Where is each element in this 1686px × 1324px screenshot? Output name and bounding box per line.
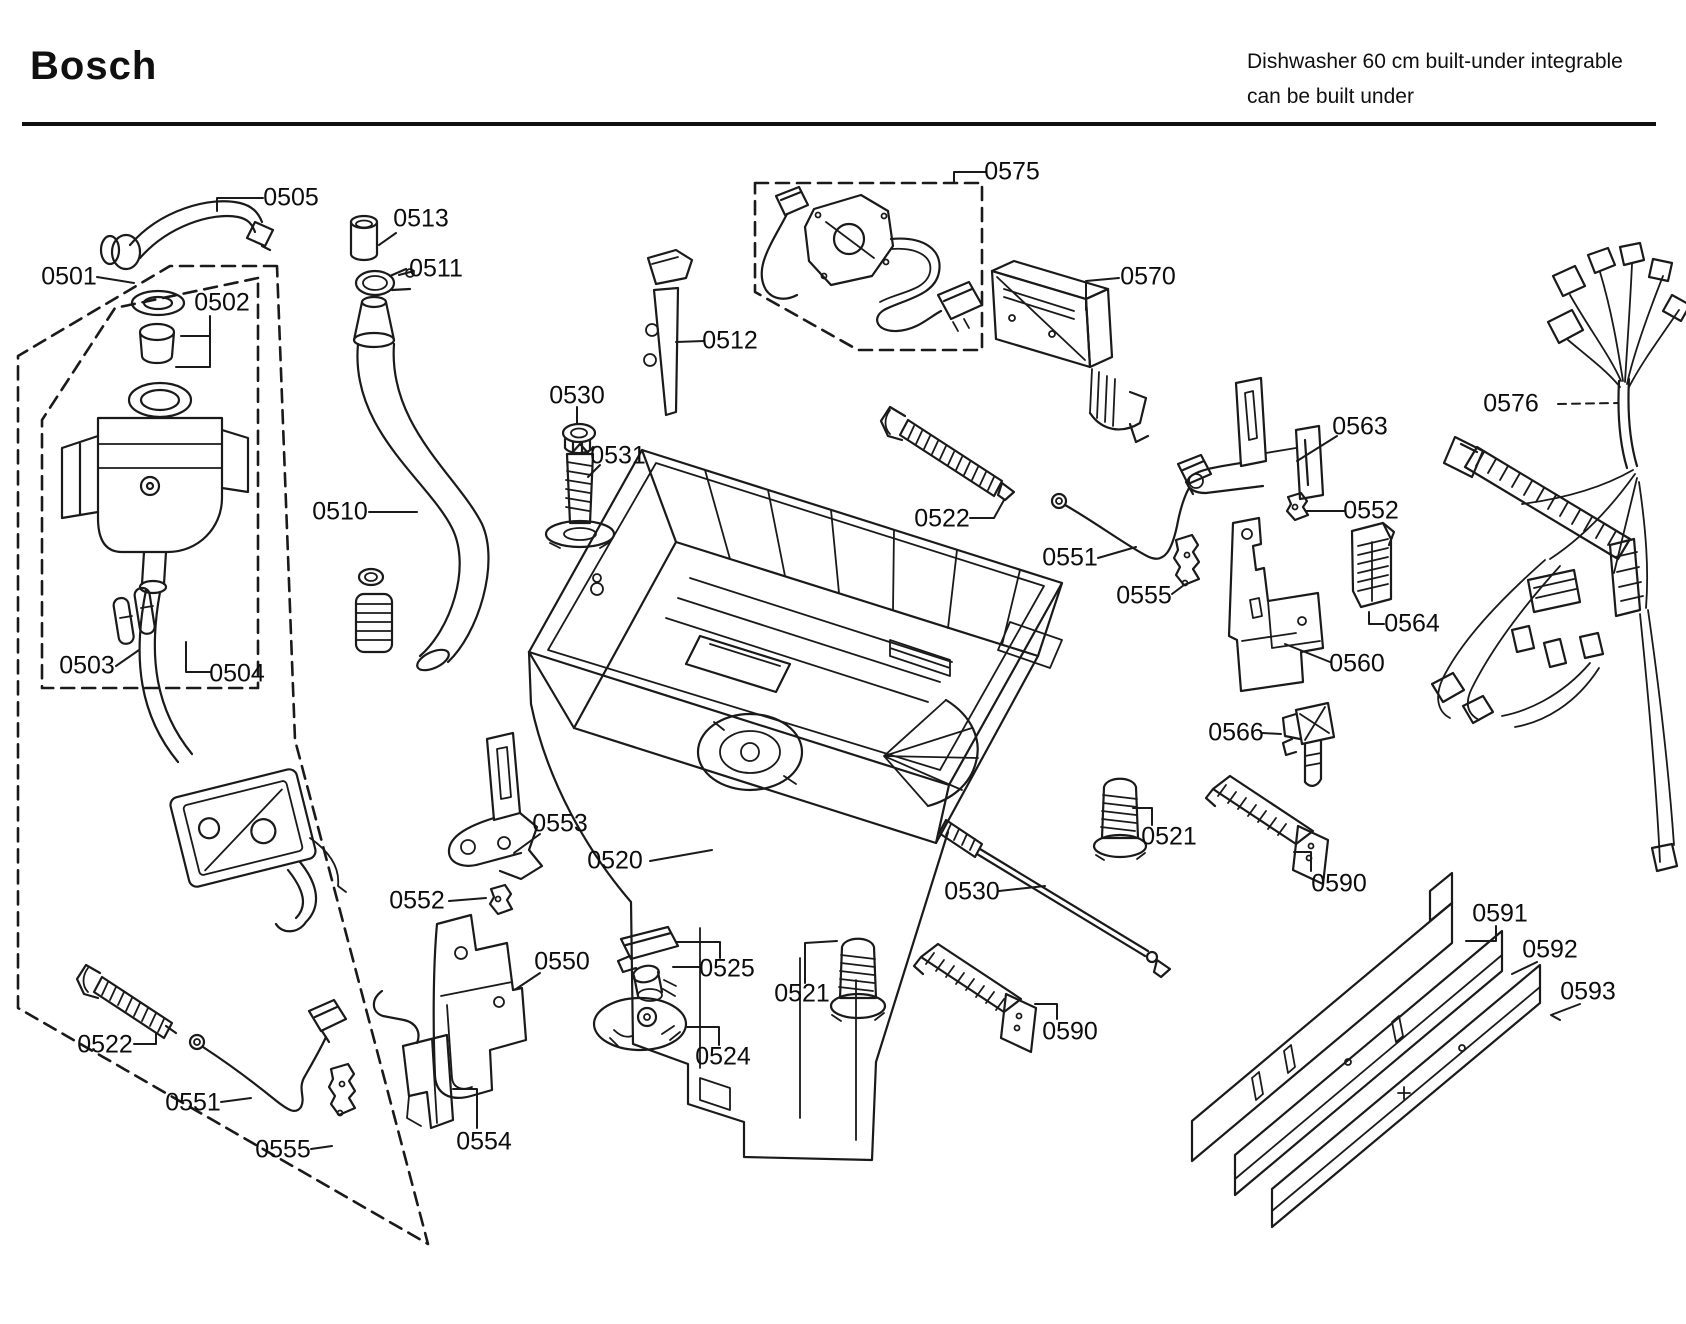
part-0566-actuator [1281, 701, 1336, 787]
part-label-0505: 0505 [263, 183, 319, 212]
part-0553-hinge-bracket [447, 731, 544, 881]
part-label-0513: 0513 [393, 204, 449, 233]
part-label-0510: 0510 [312, 497, 368, 526]
part-0551-switch-wire-left [188, 998, 348, 1113]
part-0593-panel [1270, 963, 1542, 1229]
part-label-0590-bottom: 0590 [1042, 1017, 1098, 1046]
part-0576-wiring-harness [1430, 241, 1686, 873]
part-0505-inlet-hose [99, 200, 275, 271]
part-label-0593: 0593 [1560, 977, 1616, 1006]
part-0592-panel [1233, 929, 1504, 1197]
part-label-0522-left: 0522 [77, 1030, 133, 1059]
part-label-0563: 0563 [1332, 412, 1388, 441]
part-label-0520: 0520 [587, 846, 643, 875]
part-label-0555-left: 0555 [255, 1135, 311, 1164]
part-label-0553: 0553 [532, 809, 588, 838]
part-0560-bracket [1227, 516, 1325, 693]
dashed-box-0501 [16, 264, 430, 1246]
part-0502-seal-and-cap [130, 289, 186, 365]
part-0552-clip-right [1285, 491, 1310, 522]
part-label-0550: 0550 [534, 947, 590, 976]
part-0522-spring-left [75, 963, 178, 1040]
part-0525-switch-parts [616, 925, 680, 1002]
part-label-0530-bottom: 0530 [944, 877, 1000, 906]
part-label-0592: 0592 [1522, 935, 1578, 964]
brand-logo: Bosch [30, 44, 158, 88]
part-label-0555-right: 0555 [1116, 581, 1172, 610]
part-0551-switch-wire-right [1050, 453, 1213, 560]
part-label-0576: 0576 [1483, 389, 1539, 418]
part-0522-spring-right [879, 405, 1016, 502]
part-label-0501: 0501 [41, 262, 97, 291]
part-0550-mount-bracket [432, 913, 528, 1099]
part-0555-clip-right [1172, 533, 1201, 587]
part-0510-drain-hose [352, 295, 490, 672]
part-0563-bracket [1186, 376, 1325, 501]
part-label-0551-left: 0551 [165, 1088, 221, 1117]
part-0521-screw-right [1092, 777, 1148, 861]
part-0531-screw [544, 442, 616, 549]
part-valve-to-pump-hose [138, 588, 194, 764]
part-label-0591: 0591 [1472, 899, 1528, 928]
product-title-line1: Dishwasher 60 cm built-under integrable [1247, 50, 1623, 73]
part-0521-screw-bottom [829, 937, 887, 1022]
product-title-line2: can be built under [1247, 85, 1414, 108]
part-label-0503: 0503 [59, 651, 115, 680]
part-label-0511: 0511 [409, 254, 463, 283]
part-pump-assembly [169, 768, 347, 933]
part-0590-rail-right [1204, 774, 1330, 886]
part-0520-base-assembly [527, 448, 1064, 1162]
part-label-0521-bottom: 0521 [774, 979, 830, 1008]
dashed-box-0575 [753, 181, 984, 352]
part-0564-connector-block [1350, 521, 1396, 609]
part-label-0531: 0531 [590, 441, 646, 470]
part-0552-clip-left [488, 883, 514, 916]
part-label-0552-right: 0552 [1343, 496, 1399, 525]
leader-lines [96, 171, 1619, 1150]
part-0503-sensors [112, 586, 156, 645]
part-label-0530-top: 0530 [549, 381, 605, 410]
part-label-0512: 0512 [702, 326, 758, 355]
part-0524-disc [592, 996, 688, 1052]
part-0554-bracket [372, 989, 455, 1130]
part-0591-panel [1190, 871, 1454, 1163]
part-0512-bracket-stake [643, 248, 694, 417]
part-label-0560: 0560 [1329, 649, 1385, 678]
part-0555-clip-left [327, 1062, 357, 1117]
header-divider [22, 122, 1656, 126]
part-label-0590-right: 0590 [1311, 869, 1367, 898]
part-label-0570: 0570 [1120, 262, 1176, 291]
part-0575-dispenser-assembly [760, 185, 984, 333]
part-water-valve-assembly [60, 381, 250, 595]
part-label-0524: 0524 [695, 1042, 751, 1071]
part-0590-rail-bottom [912, 942, 1038, 1054]
part-label-0575: 0575 [984, 157, 1040, 186]
dashed-box-0504 [40, 276, 260, 690]
part-0570-control-module [990, 259, 1150, 444]
part-label-0566: 0566 [1208, 718, 1264, 747]
part-label-0521-right: 0521 [1141, 822, 1197, 851]
part-0513-sleeve [349, 214, 379, 262]
part-label-0552-left: 0552 [389, 886, 445, 915]
part-0530-tension-rod [937, 818, 1172, 979]
part-label-0504: 0504 [209, 659, 265, 688]
part-label-0564: 0564 [1384, 609, 1440, 638]
part-label-0554: 0554 [456, 1127, 512, 1156]
part-label-0551-right: 0551 [1042, 543, 1098, 572]
part-label-0525: 0525 [699, 954, 755, 983]
part-label-0522-right: 0522 [914, 504, 970, 533]
part-label-0502: 0502 [194, 288, 250, 317]
